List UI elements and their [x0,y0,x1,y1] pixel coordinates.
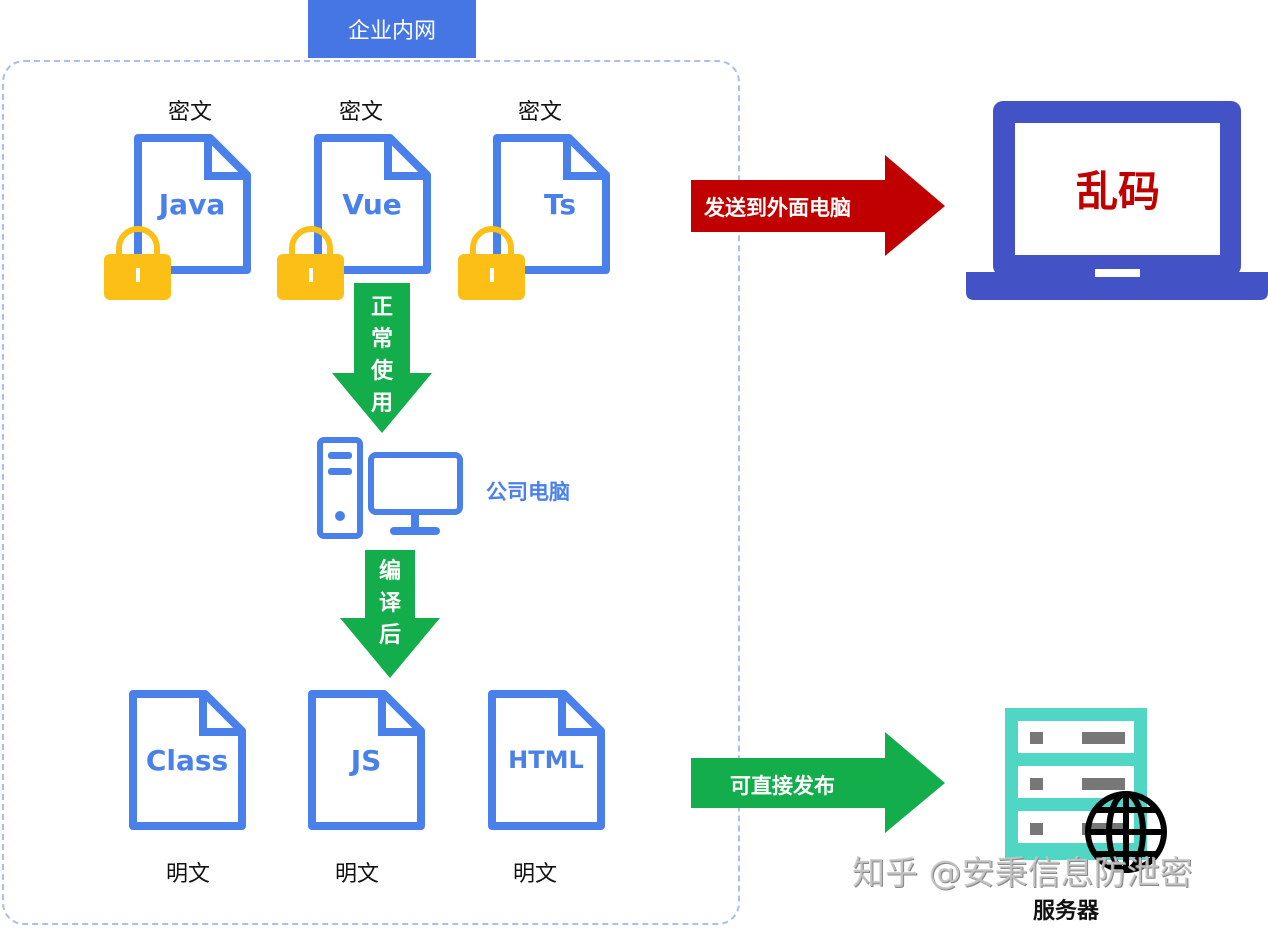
arrow-right-icon [691,732,945,833]
server-label: 服务器 [1032,899,1099,924]
intranet-zone [2,60,740,925]
compiled-label: 编译后 [378,559,401,648]
file-icon-html: HTML [484,686,608,834]
file-icon-ts: Ts [489,130,613,278]
file-label: Java [158,188,226,221]
encrypted-label: 密文 [338,100,383,125]
company-pc-label: 公司电脑 [486,480,570,504]
arrow-down-icon [340,550,440,678]
publish-label: 可直接发布 [730,774,835,798]
normal-use-label: 正常使用 [370,295,393,416]
watermark: 知乎 @安秉信息防泄密 [852,853,1193,892]
encrypted-label: 密文 [517,100,562,125]
file-label: Ts [543,188,577,221]
server-icon [1005,708,1167,873]
laptop-icon [966,101,1268,300]
file-icon-class: Class [125,686,249,834]
file-label: Class [145,744,229,777]
send-outside-label: 发送到外面电脑 [704,196,851,220]
file-label: HTML [508,746,584,774]
plaintext-label: 明文 [165,862,210,887]
lock-icon [104,226,171,300]
file-icon-js: JS [304,686,428,834]
plaintext-label: 明文 [334,862,379,887]
intranet-title: 企业内网 [308,0,476,58]
computer-icon [317,437,463,539]
encrypted-label: 密文 [167,100,212,125]
garbled-label: 乱码 [1075,167,1160,216]
file-icon-vue: Vue [310,130,434,278]
file-label: Vue [342,188,402,221]
file-icon-java: Java [130,130,254,278]
arrow-down-icon [332,283,432,433]
globe-icon [1085,791,1167,873]
plaintext-label: 明文 [512,862,557,887]
arrow-right-icon [691,155,945,256]
lock-icon [277,226,344,300]
file-label: JS [350,744,382,777]
lock-icon [458,226,525,300]
